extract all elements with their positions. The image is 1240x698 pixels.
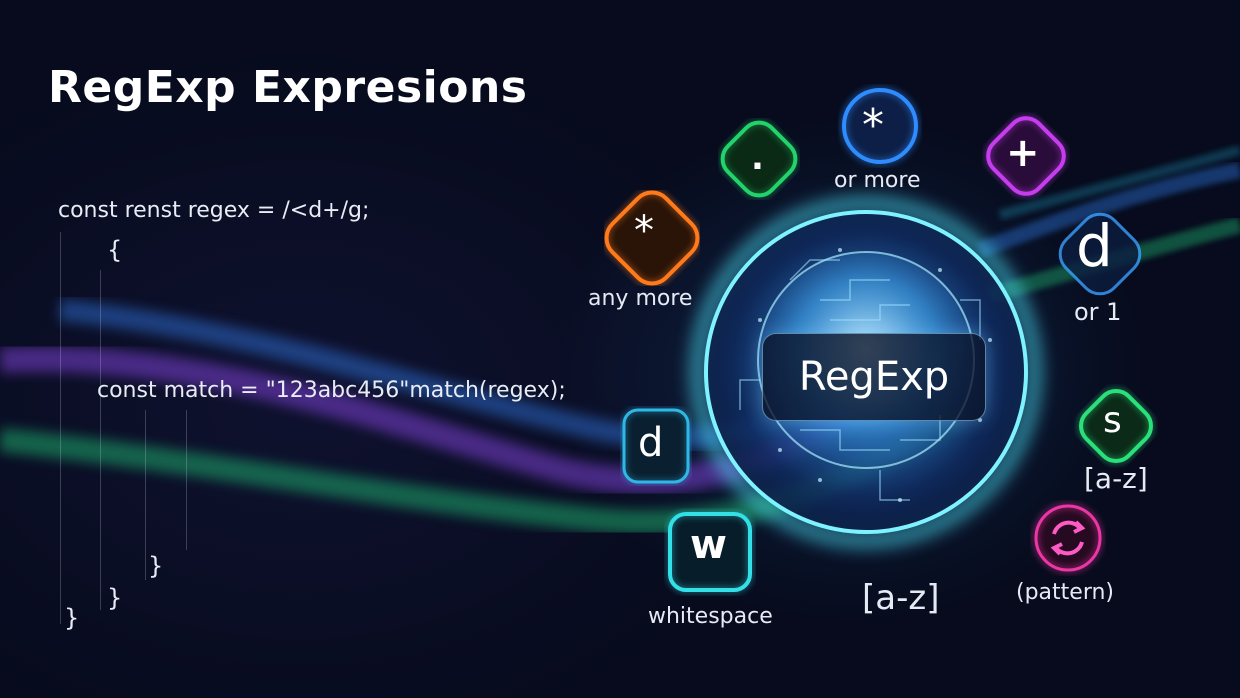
code-line-2: { xyxy=(107,236,123,264)
page-title: RegExp Expresions xyxy=(48,62,528,113)
code-line-1: const renst regex = /<d+/g; xyxy=(58,198,370,223)
code-line-6: } xyxy=(64,604,80,632)
plus-token-purple xyxy=(984,114,1068,198)
refresh-icon xyxy=(1032,502,1104,574)
indent-guide xyxy=(186,410,187,550)
code-line-5: } xyxy=(107,584,123,612)
asterisk-symbol: * xyxy=(862,100,884,151)
range-caption-bottom: [a-z] xyxy=(862,578,940,618)
code-line-3: const match = "123abc456"match(regex); xyxy=(97,378,566,403)
asterisk-token-blue xyxy=(839,85,921,167)
or-more-caption: or more xyxy=(834,168,921,193)
regexp-center-label: RegExp xyxy=(762,333,986,421)
indent-guide xyxy=(145,410,146,580)
s-token-green xyxy=(1077,387,1155,465)
indent-guide xyxy=(60,232,61,624)
asterisk-token-orange xyxy=(604,190,700,286)
d-symbol: d xyxy=(1076,212,1113,280)
d-symbol: d xyxy=(638,420,664,466)
whitespace-caption: whitespace xyxy=(648,604,773,629)
dot-token-green xyxy=(718,118,800,200)
w-symbol: w xyxy=(690,522,727,568)
digit-token-left xyxy=(620,406,692,486)
w-token-box xyxy=(666,510,754,594)
plus-symbol: + xyxy=(1006,130,1040,176)
or-1-caption: or 1 xyxy=(1074,298,1122,326)
indent-guide xyxy=(100,270,101,610)
dot-symbol: . xyxy=(751,138,764,178)
any-more-caption: any more xyxy=(588,286,693,311)
s-symbol: s xyxy=(1103,400,1122,441)
asterisk-symbol: * xyxy=(634,208,654,254)
pattern-caption: (pattern) xyxy=(1016,580,1115,605)
digit-token-right xyxy=(1058,212,1142,296)
range-caption-right: [a-z] xyxy=(1084,462,1148,495)
code-line-4: } xyxy=(148,552,164,580)
